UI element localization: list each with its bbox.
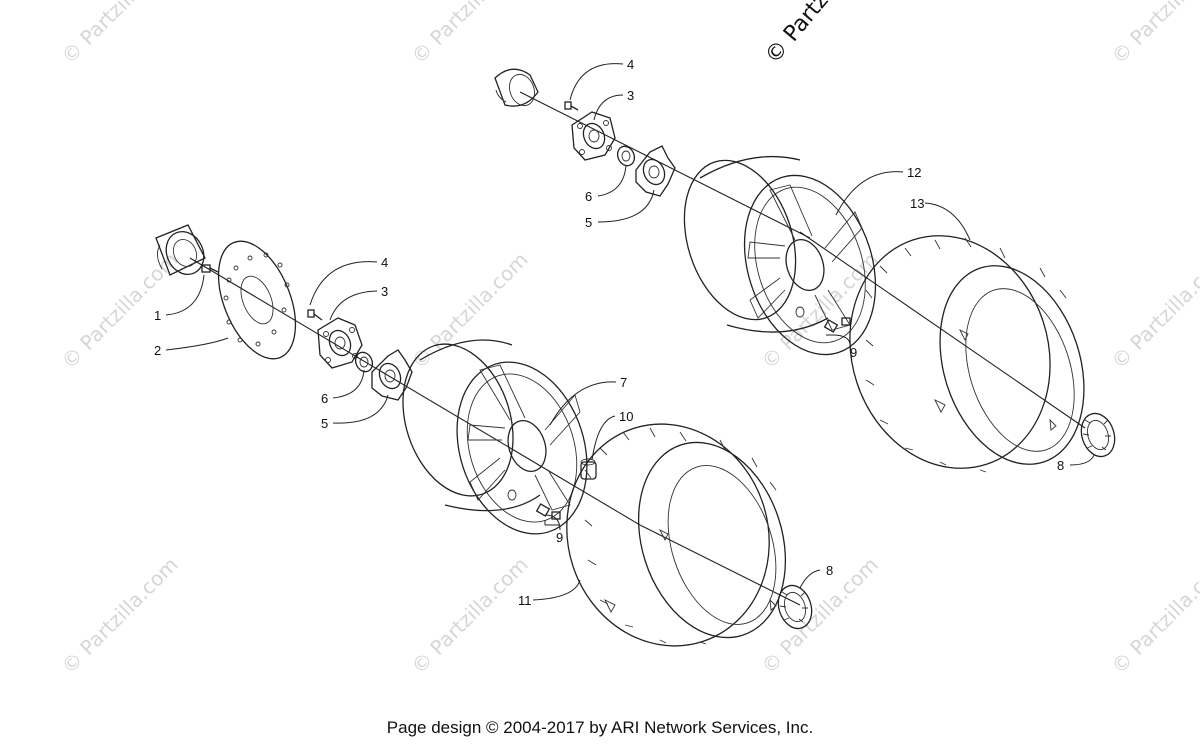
callout-1: 1	[154, 308, 161, 323]
callout-12: 12	[907, 165, 921, 180]
leader-lines	[165, 63, 1095, 601]
callout-3-rear: 3	[627, 88, 634, 103]
watermark: © Partzilla.com	[57, 247, 183, 373]
watermark: © Partzilla.com	[57, 0, 183, 69]
bolt-part-1	[201, 264, 219, 273]
callout-6-front: 6	[321, 391, 328, 406]
watermark: © Partzilla.com	[1107, 0, 1200, 69]
front-assembly-axis	[189, 257, 641, 526]
callout-8-front: 8	[826, 563, 833, 578]
bolt-part-4-rear	[564, 101, 579, 111]
callout-7: 7	[620, 375, 627, 390]
watermark: © Partzilla.com	[57, 552, 183, 678]
valve-stem-part-9-front	[507, 489, 561, 520]
copyright-footer: Page design © 2004-2017 by ARI Network S…	[386, 718, 814, 737]
rear-axle-housing	[494, 68, 539, 107]
nut-plate-part-5-front	[371, 349, 413, 401]
callout-6-rear: 6	[585, 189, 592, 204]
callout-10: 10	[619, 409, 633, 424]
brake-caliper-housing	[155, 224, 206, 276]
callout-3-front: 3	[381, 284, 388, 299]
callout-13: 13	[910, 196, 924, 211]
rear-rim-part-12	[683, 155, 877, 356]
watermark: © Partzilla.com	[407, 552, 533, 678]
callout-2: 2	[154, 343, 161, 358]
front-tire-part-11	[566, 423, 787, 647]
callout-9-rear: 9	[850, 345, 857, 360]
callout-11: 11	[518, 593, 532, 608]
hub-cap-part-8-rear	[1080, 412, 1116, 458]
nut-plate-part-5-rear	[635, 145, 676, 197]
watermark: © Partzilla.com	[407, 247, 533, 373]
bearing-part-6-rear	[616, 145, 636, 167]
corner-watermark: © Partzi	[760, 0, 837, 69]
valve-stem-part-9-rear	[795, 306, 851, 333]
callout-labels: 1 2 4 3 6 5 7 10 9 11 8 4 3 6 5 12 13 9 …	[154, 57, 1064, 608]
lug-nut-part-10	[580, 458, 597, 480]
callout-9-front: 9	[556, 530, 563, 545]
callout-4-rear: 4	[627, 57, 634, 72]
hub-part-3-rear	[571, 111, 616, 161]
bearing-part-6-front	[354, 351, 374, 373]
hub-part-3-front	[317, 317, 363, 369]
watermark: © Partzilla.com	[1107, 552, 1200, 678]
bolt-part-4-front	[307, 309, 323, 321]
callout-8-rear: 8	[1057, 458, 1064, 473]
brake-disc-part-2	[217, 240, 297, 360]
watermark: © Partzilla.com	[757, 552, 883, 678]
watermark: © Partzilla.com	[1107, 247, 1200, 373]
callout-5-front: 5	[321, 416, 328, 431]
rear-assembly-axis	[519, 91, 811, 239]
hub-cap-part-8-front	[777, 584, 813, 630]
rear-assembly-axis-ext	[799, 231, 1086, 429]
callout-5-rear: 5	[585, 215, 592, 230]
callout-4-front: 4	[381, 255, 388, 270]
rear-tire-part-13	[849, 235, 1085, 473]
watermark: © Partzilla.com	[407, 0, 533, 69]
